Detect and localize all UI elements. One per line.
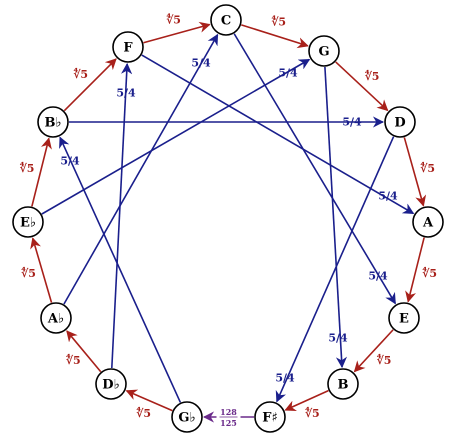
- node-c: C: [210, 4, 242, 36]
- fifth-edge-ab-eb: [30, 237, 53, 303]
- node-d: D: [384, 106, 416, 138]
- node-f: F: [112, 31, 144, 63]
- third-label: 5/4: [342, 116, 362, 129]
- node-circle: [327, 368, 359, 400]
- node-label: A♭: [47, 312, 64, 327]
- node-circle: [40, 302, 72, 334]
- third-label: 5/4: [368, 270, 388, 283]
- fifth-label: ∜5: [166, 13, 181, 26]
- node-label: B♭: [44, 116, 61, 131]
- node-label: B: [338, 378, 349, 393]
- node-e: E: [388, 302, 420, 334]
- node-gb: G♭: [171, 401, 203, 433]
- node-b: B: [327, 368, 359, 400]
- fifth-label: ∜5: [20, 162, 35, 175]
- comma-denominator: 125: [220, 418, 237, 428]
- fifth-edges: ∜5 ∜5 ∜5 ∜5 ∜5 ∜5 ∜5 ∜5 ∜5 ∜5 ∜5 ∜5: [20, 13, 437, 419]
- fifth-edge-g-d: [335, 61, 389, 112]
- node-circle: [37, 106, 69, 138]
- third-label: 5/4: [191, 57, 211, 70]
- fifth-label: ∜5: [271, 15, 286, 28]
- fifth-label: ∜5: [73, 68, 88, 81]
- node-circle: [171, 401, 203, 433]
- node-eb: E♭: [12, 206, 44, 238]
- fifth-edge-d-a: [403, 137, 427, 207]
- fifth-edge-a-e: [405, 237, 425, 303]
- node-label: D♭: [102, 378, 119, 393]
- node-label: D: [394, 116, 405, 131]
- node-a: A: [412, 206, 444, 238]
- third-edge-c-e: [233, 33, 396, 305]
- third-label: 5/4: [328, 332, 348, 345]
- third-label: 5/4: [275, 372, 295, 385]
- fifth-edge-gb-db: [125, 389, 173, 412]
- node-bb: B♭: [37, 106, 69, 138]
- node-circle: [308, 35, 340, 67]
- third-label: 5/4: [116, 87, 136, 100]
- third-edge-gb-bb: [59, 136, 182, 403]
- note-nodes: C G D A E B F♯ G♭ D♭ A♭ E♭ B♭ F: [12, 4, 444, 433]
- third-edge-d-fs: [275, 136, 395, 403]
- major-third-edges: 5/4 5/4 5/4 5/4 5/4 5/4 5/4 5/4 5/4: [41, 33, 415, 403]
- node-label: G: [318, 45, 329, 60]
- fifth-label: ∜5: [136, 407, 151, 420]
- node-fs: F♯: [254, 401, 286, 433]
- fifth-edge-bb-f: [63, 58, 117, 112]
- node-ab: A♭: [40, 302, 72, 334]
- third-edge-f-a: [141, 54, 415, 215]
- third-label: 5/4: [60, 155, 80, 168]
- node-label: A: [422, 216, 434, 231]
- fifth-label: ∜5: [21, 267, 36, 280]
- node-circle: [12, 206, 44, 238]
- third-edge-eb-g: [41, 58, 311, 215]
- fifth-edge-c-g: [241, 24, 309, 49]
- fifth-edge-f-c: [143, 21, 211, 44]
- third-label: 5/4: [278, 67, 298, 80]
- node-label: E: [399, 312, 409, 327]
- third-edge-db-f: [111, 62, 133, 369]
- fifth-edge-eb-bb: [31, 137, 52, 207]
- third-label: 5/4: [378, 190, 398, 203]
- node-circle: [412, 206, 444, 238]
- fifth-label: ∜5: [66, 354, 81, 367]
- comma-numerator: 128: [220, 407, 237, 417]
- fifth-label: ∜5: [377, 354, 392, 367]
- node-label: E♭: [20, 216, 36, 231]
- node-label: C: [221, 14, 231, 29]
- third-edge-ab-c: [63, 33, 219, 305]
- node-circle: [112, 31, 144, 63]
- node-label: F♯: [262, 411, 278, 426]
- fifth-label: ∜5: [305, 407, 320, 420]
- fifth-edge-e-b: [353, 329, 394, 373]
- node-g: G: [308, 35, 340, 67]
- node-label: G♭: [178, 411, 195, 426]
- third-edge-g-b: [324, 66, 348, 369]
- fifth-label: ∜5: [365, 70, 380, 83]
- node-circle: [388, 302, 420, 334]
- node-circle: [254, 401, 286, 433]
- node-circle: [95, 368, 127, 400]
- fifth-label: ∜5: [422, 267, 437, 280]
- node-label: F: [123, 41, 133, 56]
- fifth-label: ∜5: [420, 162, 435, 175]
- node-db: D♭: [95, 368, 127, 400]
- node-circle: [384, 106, 416, 138]
- fifth-edge-b-fs: [284, 389, 329, 411]
- node-circle: [210, 4, 242, 36]
- fifth-edge-db-ab: [66, 330, 102, 373]
